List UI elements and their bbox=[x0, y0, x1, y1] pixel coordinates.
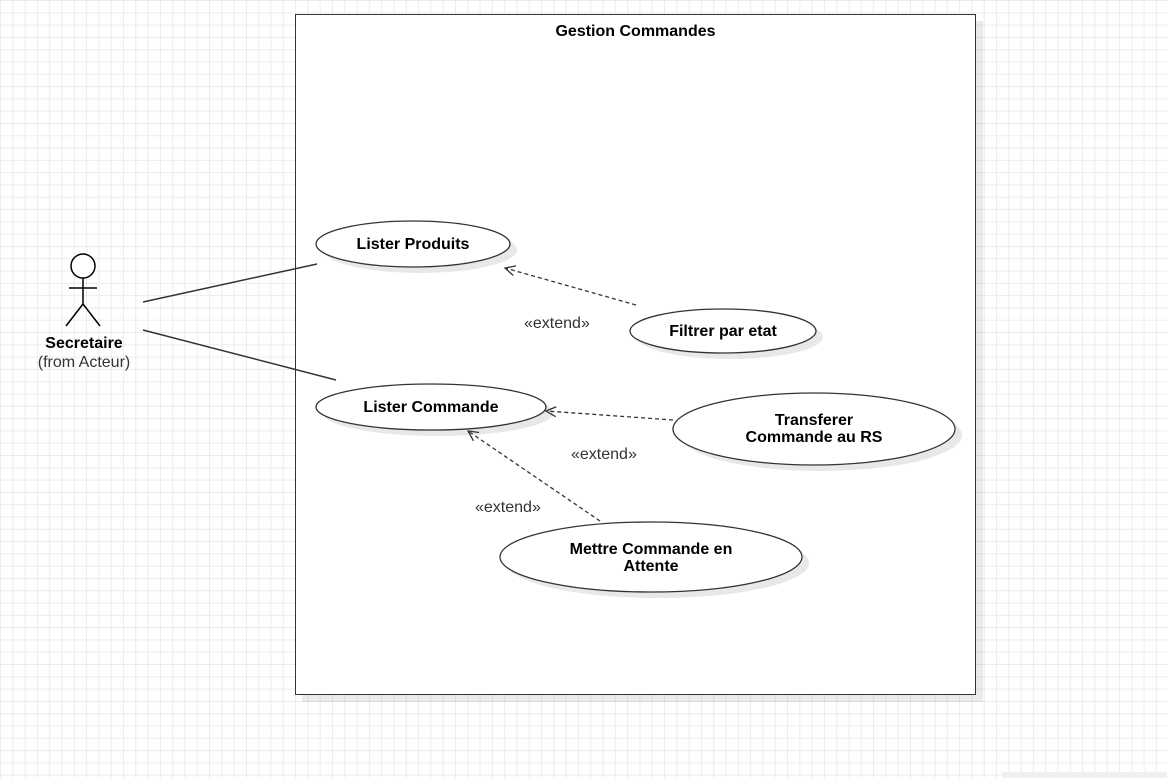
extend-arrow-transferer[interactable] bbox=[546, 411, 674, 421]
use-case-label-lister-produits: Lister Produits bbox=[356, 235, 470, 253]
extend-label-filtrer: «extend» bbox=[524, 315, 590, 332]
use-case-transferer-commande[interactable] bbox=[672, 392, 962, 471]
actor-icon[interactable] bbox=[65, 253, 101, 327]
extend-label-transferer: «extend» bbox=[571, 446, 637, 463]
use-case-label-transferer-line1: Transferer bbox=[774, 412, 854, 429]
use-case-lister-produits[interactable] bbox=[315, 220, 517, 273]
association-lister-produits[interactable] bbox=[142, 263, 318, 303]
use-case-mettre-en-attente[interactable] bbox=[499, 521, 809, 598]
system-title: Gestion Commandes bbox=[555, 23, 716, 40]
use-case-lister-commande[interactable] bbox=[315, 383, 553, 436]
use-case-label-mettre-line1: Mettre Commande en bbox=[569, 541, 733, 558]
use-case-label-mettre-line2: Attente bbox=[623, 558, 679, 575]
association-lister-commande[interactable] bbox=[142, 329, 337, 381]
actor-subtitle: (from Acteur) bbox=[37, 354, 131, 371]
scroll-corner-bar bbox=[1002, 772, 1167, 778]
use-case-label-lister-commande: Lister Commande bbox=[363, 398, 499, 416]
use-case-label-transferer-line2: Commande au RS bbox=[745, 429, 883, 446]
use-case-label-filtrer-par-etat: Filtrer par etat bbox=[669, 322, 777, 340]
use-case-filtrer-par-etat[interactable] bbox=[629, 308, 823, 359]
actor-name: Secretaire bbox=[45, 335, 123, 352]
extend-arrow-mettre[interactable] bbox=[468, 431, 601, 522]
extend-label-mettre: «extend» bbox=[475, 499, 541, 516]
extend-arrow-filtrer[interactable] bbox=[505, 268, 637, 306]
